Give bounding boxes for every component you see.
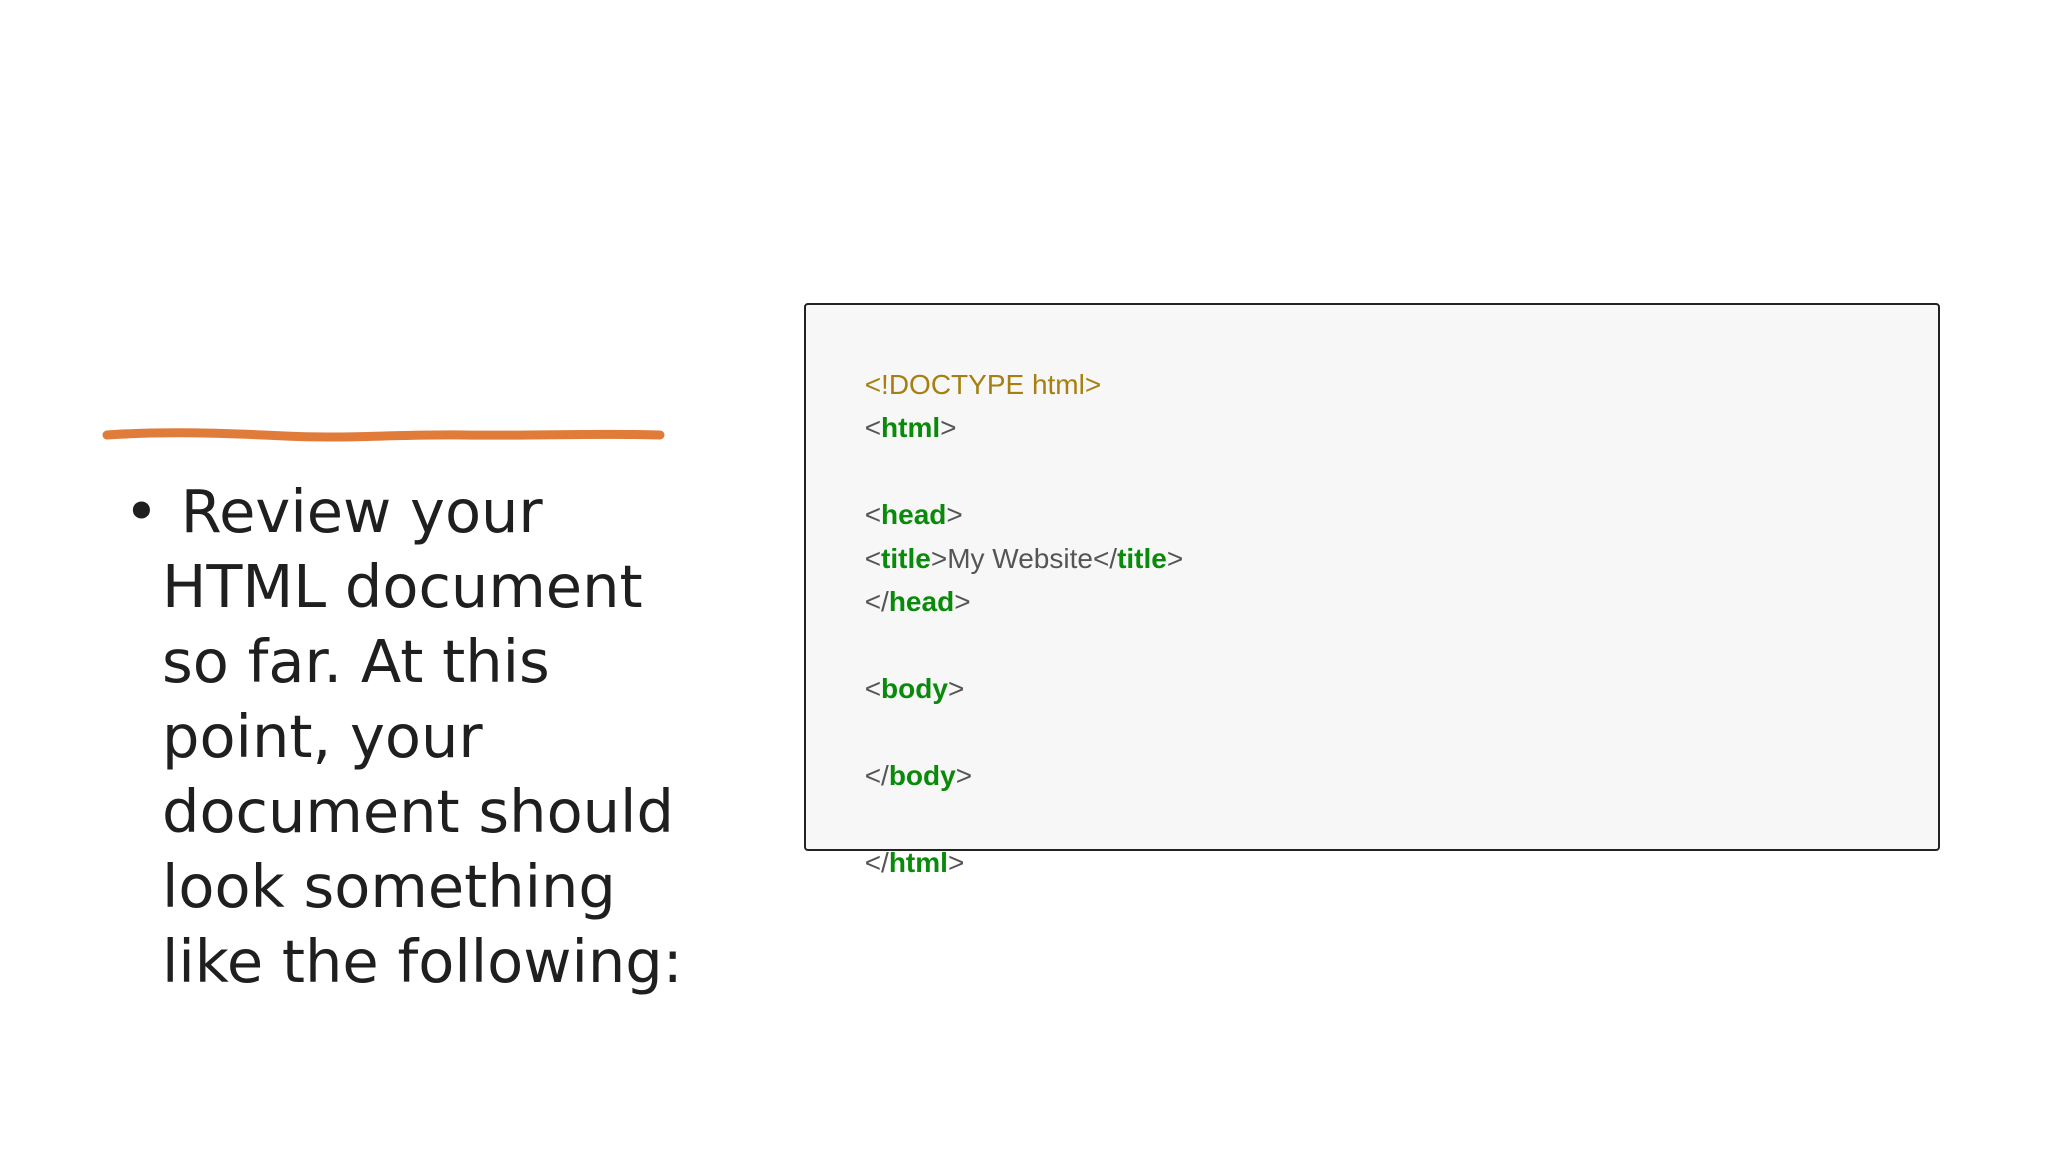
tag-name: head	[888, 586, 955, 617]
tag-name: title	[881, 542, 931, 574]
doctype-text: <!DOCTYPE html>	[864, 368, 1102, 400]
title-text: My Website	[947, 542, 1093, 574]
code-lines: <!DOCTYPE html> <html> <head> <title>My …	[818, 319, 1184, 879]
code-line-doctype: <!DOCTYPE html>	[818, 319, 1183, 400]
code-line: </body>	[864, 760, 973, 791]
accent-underline	[102, 428, 665, 442]
code-line: <html>	[864, 412, 957, 443]
tag-name: head	[881, 499, 947, 530]
tag-name: body	[888, 760, 956, 791]
bullet-point: • Review your HTML document so far. At t…	[116, 474, 696, 999]
code-line: <head>	[864, 499, 963, 530]
code-line: </head>	[864, 586, 971, 617]
code-line: <body>	[864, 673, 965, 704]
tag-name: html	[888, 847, 948, 878]
tag-name: html	[881, 412, 941, 443]
tag-name: title	[1117, 542, 1167, 574]
tag-name: body	[881, 673, 948, 704]
code-line-title: <title>My Website</title>	[864, 542, 1184, 574]
bullet-text: Review your HTML document so far. At thi…	[162, 477, 683, 996]
code-example-box: <!DOCTYPE html> <html> <head> <title>My …	[804, 303, 1940, 879]
bullet-symbol: •	[124, 477, 159, 546]
code-line: </html>	[864, 847, 965, 878]
